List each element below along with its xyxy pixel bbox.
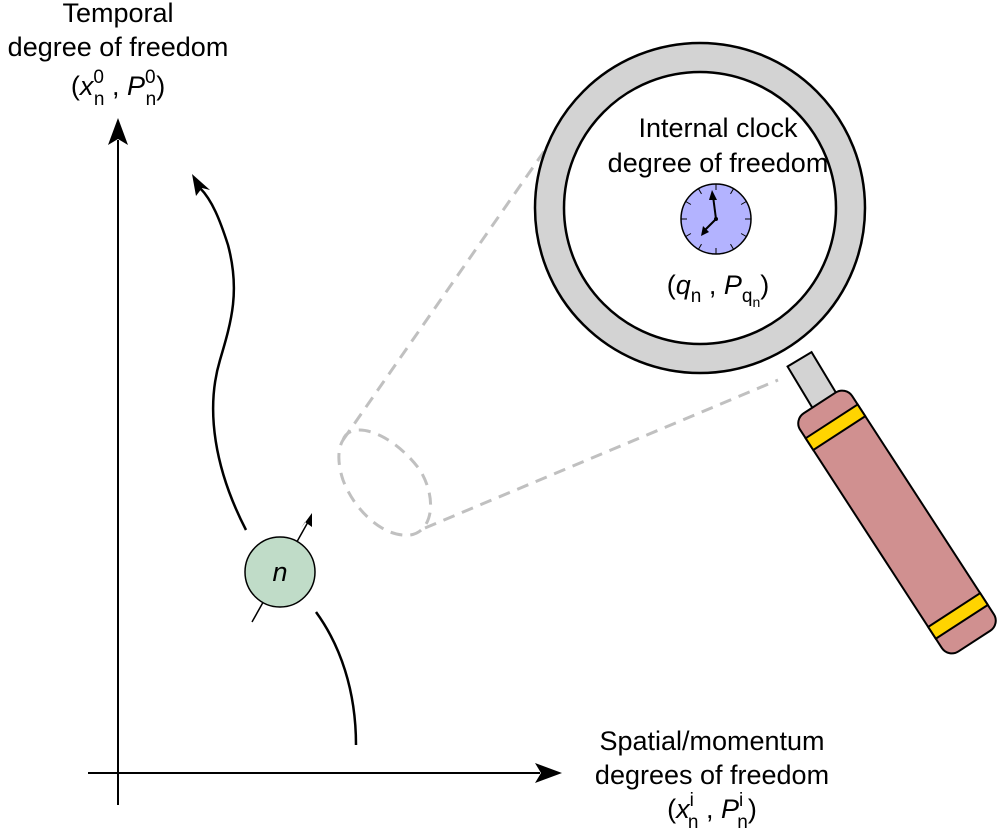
zoom-ellipse bbox=[337, 428, 433, 537]
y-axis bbox=[108, 118, 128, 805]
clock-variables: (qn , Pqn) bbox=[667, 270, 770, 310]
handle-band-top bbox=[804, 403, 867, 452]
clock-icon bbox=[680, 183, 752, 255]
particle-circle bbox=[244, 536, 316, 608]
worldline-arrowhead bbox=[192, 174, 210, 196]
spin-arrowhead bbox=[301, 513, 312, 528]
x-axis-label-line2: degrees of freedom bbox=[595, 760, 829, 790]
worldline-upper bbox=[199, 187, 248, 531]
worldline bbox=[192, 174, 358, 746]
particle-label: n bbox=[272, 557, 287, 587]
y-axis-arrowhead bbox=[108, 118, 128, 145]
clock-minute-tip bbox=[709, 190, 717, 200]
y-axis-label-line2: degree of freedom bbox=[8, 32, 229, 62]
handle-band-bottom bbox=[926, 591, 990, 641]
clock-pivot bbox=[714, 217, 718, 221]
particle: n bbox=[244, 513, 316, 623]
worldline-lower bbox=[314, 611, 358, 746]
zoom-indicator bbox=[337, 139, 779, 537]
x-axis-label-line1: Spatial/momentum bbox=[599, 726, 824, 756]
magnifier-content: Internal clock degree of freedom bbox=[608, 113, 829, 310]
clock-ticks bbox=[681, 184, 751, 254]
y-axis-label-line1: Temporal bbox=[62, 0, 173, 28]
x-axis bbox=[88, 763, 562, 783]
internal-clock-title-line1: Internal clock bbox=[638, 113, 798, 143]
internal-clock-title-line2: degree of freedom bbox=[608, 148, 829, 178]
zoom-line-top bbox=[341, 139, 554, 441]
clock-hour-tip bbox=[701, 226, 709, 236]
magnifier-handle bbox=[797, 389, 997, 655]
zoom-line-bottom bbox=[424, 378, 779, 530]
x-axis-arrowhead bbox=[535, 763, 562, 783]
